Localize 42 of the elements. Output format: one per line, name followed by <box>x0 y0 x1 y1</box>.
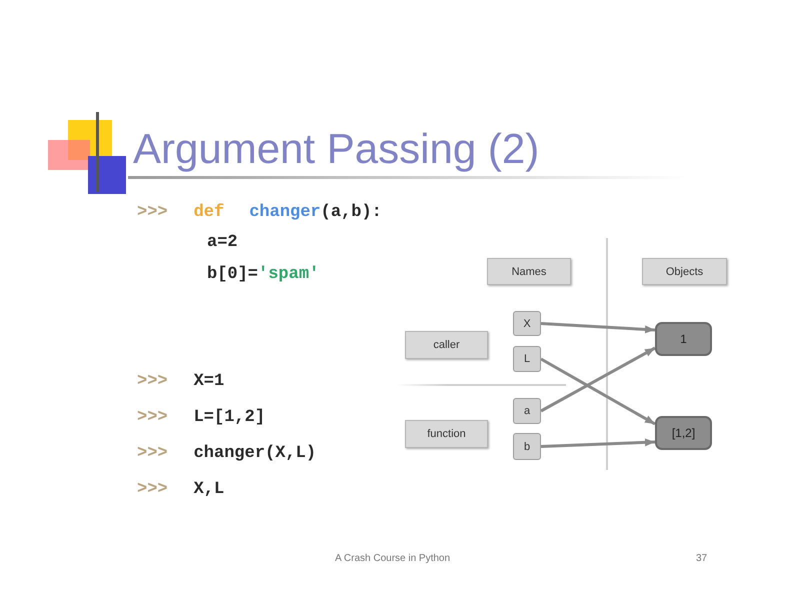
heading-box <box>405 331 488 359</box>
string-literal: 'spam' <box>258 265 320 285</box>
box-label: a <box>524 405 530 417</box>
heading-box <box>487 258 571 285</box>
variable-box <box>513 433 541 460</box>
page-number: 37 <box>696 553 708 565</box>
footer-text: A Crash Course in Python <box>335 553 450 565</box>
variable-box <box>513 346 541 372</box>
box-label: Names <box>512 266 546 278</box>
prompt-text: >>> <box>137 444 168 464</box>
box-label: [1,2] <box>672 426 696 440</box>
slide-title: Argument Passing (2) <box>133 124 540 174</box>
prompt-text: >>> <box>137 408 168 428</box>
code-text: changer(X,L) <box>194 444 316 464</box>
box-label: Objects <box>666 266 704 278</box>
object-box <box>655 416 712 450</box>
reference-arrow <box>540 358 656 426</box>
reference-arrow <box>540 438 656 448</box>
box-label: caller <box>433 339 460 351</box>
box-label: X <box>523 318 531 330</box>
code-text: X,L <box>194 480 224 500</box>
box-label: b <box>524 440 530 452</box>
reference-arrow <box>540 322 656 334</box>
code-text: L=[1,2] <box>194 408 266 428</box>
code-text: a=2 <box>207 233 238 253</box>
variable-box <box>513 311 541 336</box>
heading-box <box>405 420 488 448</box>
prompt-text: >>> <box>137 480 168 500</box>
prompt-text: >>> <box>137 203 168 223</box>
code-keyword: def <box>194 203 224 223</box>
function-name: changer <box>249 203 321 223</box>
code-text: (a,b): <box>320 203 382 223</box>
box-label: 1 <box>680 332 687 346</box>
heading-box <box>642 258 727 285</box>
box-label: L <box>524 353 530 365</box>
variable-box <box>513 398 541 424</box>
box-label: function <box>427 428 466 440</box>
prompt-text: >>> <box>137 372 168 392</box>
code-text: X=1 <box>194 372 224 392</box>
object-box <box>655 322 712 356</box>
reference-arrow <box>540 346 656 412</box>
code-text: b[0]= <box>207 265 258 285</box>
